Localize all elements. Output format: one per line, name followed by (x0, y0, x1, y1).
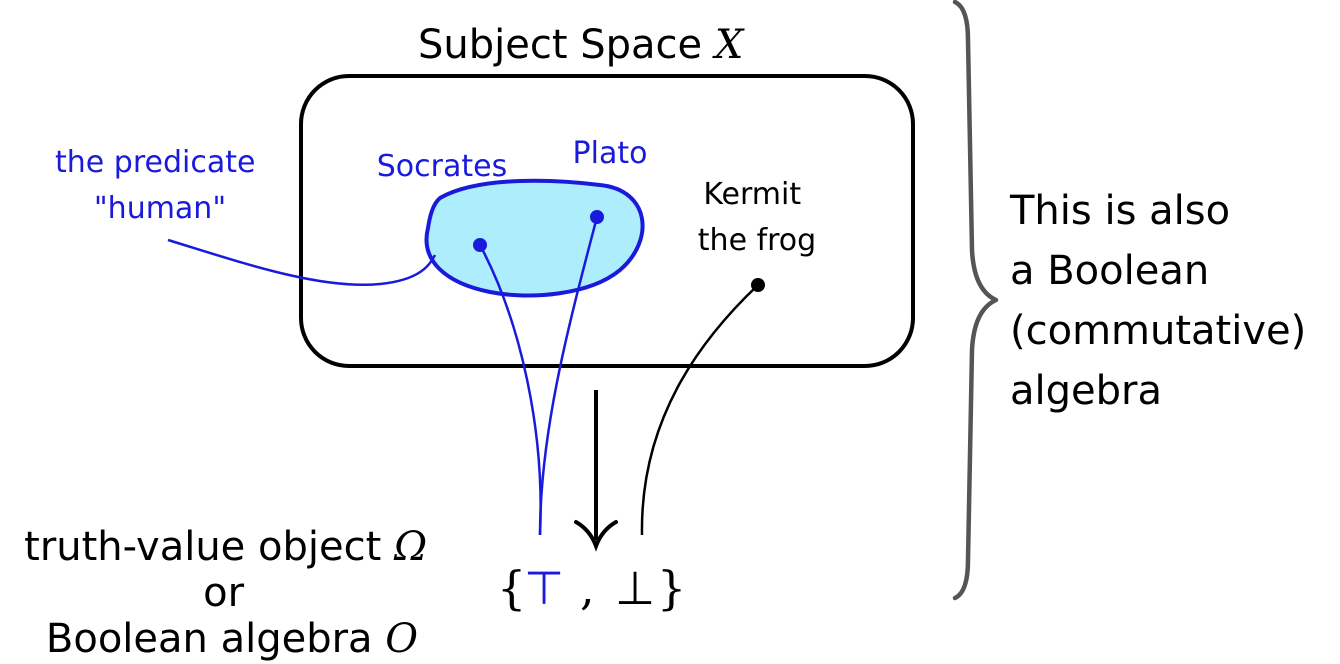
boolean-algebra-note: This is also a Boolean (commutative) alg… (1009, 188, 1319, 414)
kermit-label-line2: the frog (698, 223, 816, 258)
kermit-point (751, 278, 765, 292)
note-line2: a Boolean (1010, 248, 1209, 294)
note-line4: algebra (1010, 368, 1162, 414)
predicate-label-line2: "human" (94, 191, 226, 226)
note-line3: (commutative) (1010, 308, 1306, 354)
down-arrow-icon (574, 390, 618, 552)
codomain-line1-text: truth-value object (24, 524, 394, 570)
right-curly-brace (952, 0, 999, 601)
omega-symbol: Ω (393, 524, 427, 570)
subject-space-title-text: Subject Space (418, 22, 715, 68)
close-brace: } (657, 561, 686, 615)
predicate-label-line1: the predicate (55, 145, 255, 180)
socrates-point (473, 238, 487, 252)
subject-space-title: Subject Space X (418, 22, 745, 68)
top-symbol: ⊤ (524, 561, 564, 615)
open-brace: { (497, 561, 526, 615)
codomain-label: truth-value object Ω or Boolean algebra … (24, 524, 440, 662)
kermit-label: Kermit the frog (698, 177, 816, 258)
socrates-label: Socrates (377, 149, 507, 184)
codomain-line3-text: Boolean algebra (46, 616, 385, 662)
truth-value-set: { ⊤ , ⊥ } (497, 561, 686, 615)
predicate-connector-line (167, 238, 437, 287)
o-symbol: O (385, 616, 418, 662)
codomain-label-line1: truth-value object Ω (24, 524, 427, 570)
note-line1: This is also (1009, 188, 1230, 234)
comma: , (580, 561, 595, 615)
predicate-label: the predicate "human" (55, 145, 265, 226)
plato-to-top-curve (538, 216, 599, 536)
kermit-label-line1: Kermit (703, 177, 801, 212)
plato-point (590, 210, 604, 224)
plato-label: Plato (573, 136, 648, 171)
bottom-symbol: ⊥ (615, 561, 655, 615)
subject-space-variable: X (712, 22, 745, 68)
codomain-label-line2: or (203, 570, 244, 616)
codomain-label-line3: Boolean algebra O (46, 616, 418, 662)
subject-space-box (299, 74, 915, 368)
kermit-to-bottom-curve (640, 284, 759, 536)
predicate-human-region (424, 178, 645, 298)
